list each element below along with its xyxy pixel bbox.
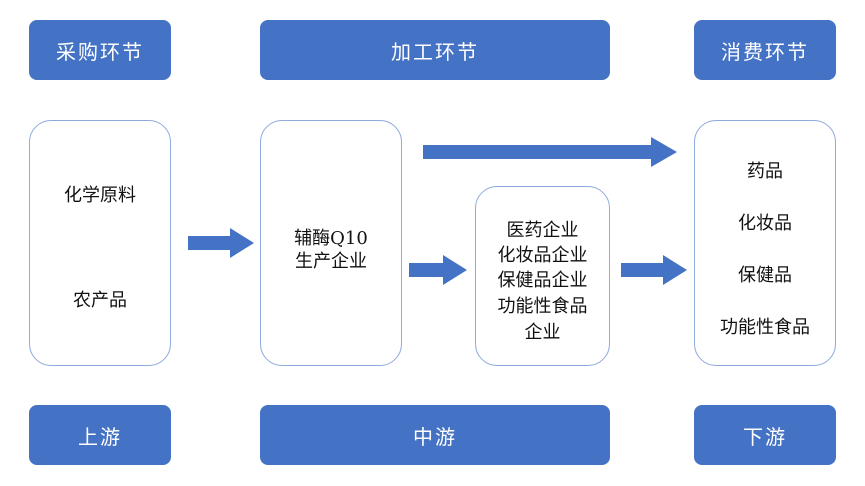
footer-downstream: 下游: [694, 405, 836, 465]
product-medicine: 药品: [747, 161, 783, 182]
header-consumption: 消费环节: [694, 20, 836, 80]
arrow-raw-to-producer: [188, 228, 254, 258]
company-suffix: 企业: [524, 322, 561, 343]
company-health: 保健品企业: [497, 270, 588, 291]
raw-materials-box: [29, 120, 171, 366]
products-box: [694, 120, 836, 366]
arrow-producer-to-companies: [409, 255, 467, 285]
product-cosmetics: 化妆品: [738, 213, 792, 234]
producer-line-1: 辅酶Q10: [294, 228, 368, 249]
producer-line-2: 生产企业: [295, 251, 367, 272]
company-functional-food: 功能性食品: [497, 296, 588, 317]
companies-box: [475, 186, 610, 366]
footer-midstream: 中游: [260, 405, 610, 465]
footer-upstream: 上游: [29, 405, 171, 465]
header-procurement: 采购环节: [29, 20, 171, 80]
product-functional-food: 功能性食品: [720, 317, 810, 338]
company-pharma: 医药企业: [506, 220, 579, 241]
header-processing: 加工环节: [260, 20, 610, 80]
raw-material-chemicals: 化学原料: [64, 185, 136, 206]
producer-box: [260, 120, 402, 366]
company-cosmetics: 化妆品企业: [497, 245, 588, 266]
raw-material-agricultural: 农产品: [73, 290, 127, 311]
arrow-companies-to-products: [621, 255, 687, 285]
arrow-producer-to-products: [423, 137, 677, 167]
product-health: 保健品: [738, 265, 792, 286]
